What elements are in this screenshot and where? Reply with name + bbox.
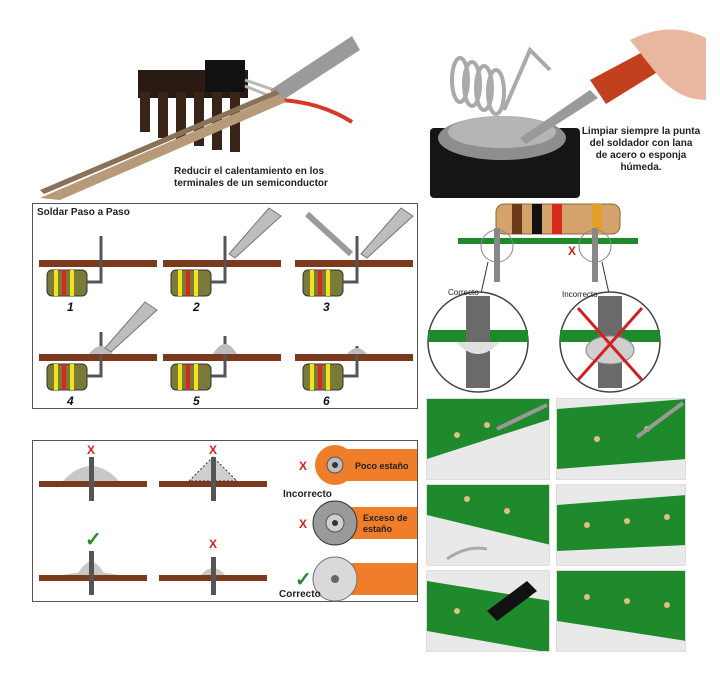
clean-caption-line2: del soldador con lana (589, 138, 693, 149)
heat-caption-line1: Reducir el calentamiento en los (174, 166, 325, 177)
pad-mark-2: X (299, 517, 308, 531)
step-by-step-panel: Soldar Paso a Paso (32, 203, 418, 409)
resistor-panel: X Correcto Incorrecto (420, 200, 720, 396)
step-number-3: 3 (323, 300, 330, 314)
step-number-4: 4 (67, 394, 74, 408)
heatsink-photo (40, 20, 360, 200)
resistor-x-mark: X (568, 244, 577, 258)
joint-mark-2: X (209, 443, 218, 457)
iron-stand-photo (420, 20, 710, 200)
joint-mark-1: X (87, 443, 96, 457)
joint-quality-panel: X X ✓ X X Poco estaño Incorrecto X Exces… (32, 440, 418, 602)
resistor-incorrect-label: Incorrecto (562, 290, 598, 299)
step-number-1: 1 (67, 300, 74, 314)
pad-label-1: Poco estaño (355, 461, 409, 471)
steps-title: Soldar Paso a Paso (37, 207, 130, 218)
joint-mark-4: X (209, 537, 218, 551)
pcb-photo-6 (556, 570, 686, 652)
pcb-photo-4 (556, 484, 686, 566)
pcb-photo-5 (426, 570, 550, 652)
clean-caption: Limpiar siempre la punta del soldador co… (566, 126, 716, 174)
heat-caption: Reducir el calentamiento en los terminal… (174, 166, 374, 190)
pcb-photo-3 (426, 484, 550, 566)
step-number-5: 5 (193, 394, 200, 408)
step-number-2: 2 (193, 300, 200, 314)
pad-mark-1: X (299, 459, 308, 473)
resistor-correct-label: Correcto (448, 288, 479, 297)
pcb-photo-2 (556, 398, 686, 480)
correct-label: Correcto (279, 589, 321, 600)
pad-mark-3: ✓ (295, 569, 312, 591)
heat-caption-line2: terminales de un semiconductor (174, 178, 328, 189)
pcb-photo-1 (426, 398, 550, 480)
joint-mark-3: ✓ (85, 529, 102, 551)
clean-caption-line3: de acero o esponja (595, 150, 687, 161)
incorrect-label: Incorrecto (283, 489, 332, 500)
clean-caption-line4: húmeda. (620, 162, 662, 173)
joint-drawing (39, 445, 417, 602)
step-number-6: 6 (323, 394, 330, 408)
pad-label-2: Exceso de estaño (363, 513, 408, 534)
clean-caption-line1: Limpiar siempre la punta (581, 126, 701, 137)
steps-drawing (39, 207, 414, 391)
